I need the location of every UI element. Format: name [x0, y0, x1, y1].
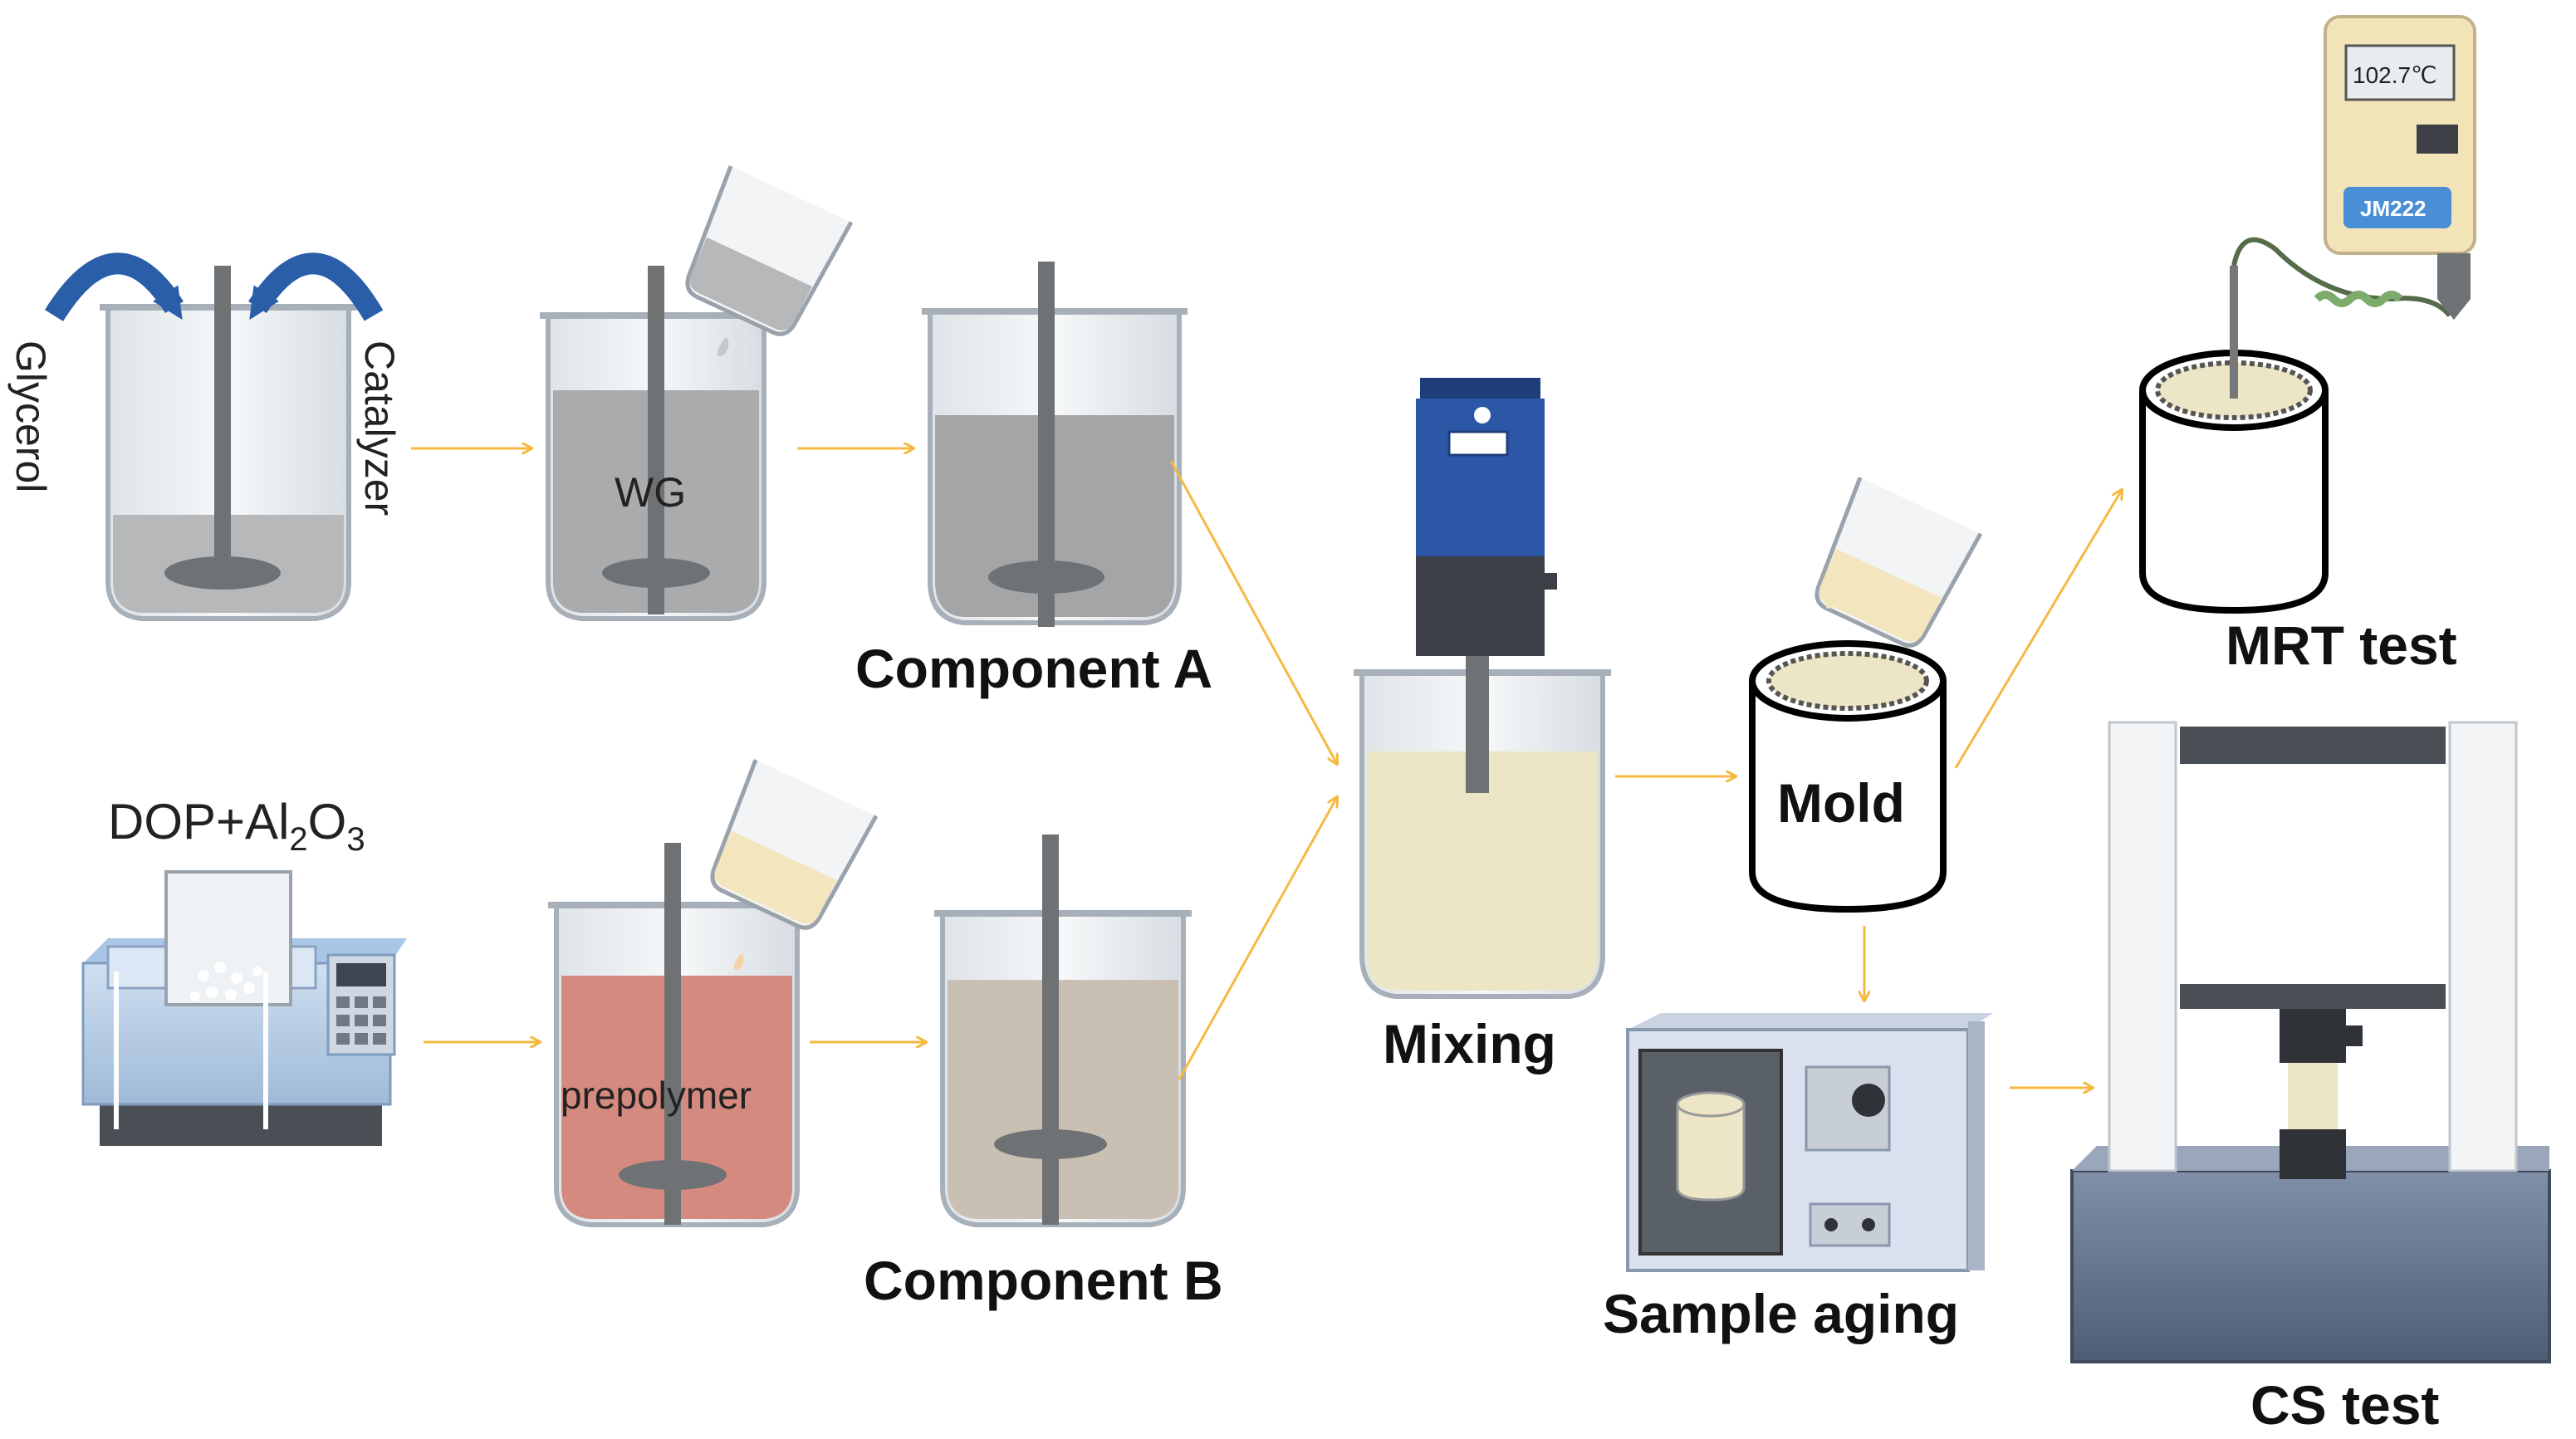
mixing-label: Mixing — [1383, 1013, 1556, 1074]
ultrasonic-bath — [81, 870, 407, 1146]
beaker-wg — [540, 266, 772, 621]
pouring-beaker-2 — [710, 759, 879, 930]
beaker-prepolymer — [548, 843, 806, 1227]
beaker-component-a — [922, 262, 1188, 627]
catalyzer-label: Catalyzer — [356, 340, 403, 516]
flow-arrow-b-to-mixing — [1178, 797, 1337, 1080]
pouring-beaker-3 — [1814, 477, 1983, 648]
compression-tester — [2070, 721, 2551, 1363]
pouring-beaker-1 — [685, 165, 854, 336]
sample-aging-label: Sample aging — [1603, 1283, 1959, 1344]
wg-label: WG — [615, 469, 686, 516]
glycerol-label: Glycerol — [7, 340, 54, 492]
component-b-label: Component B — [864, 1250, 1223, 1311]
al2o3-particles — [190, 962, 262, 1001]
thermometer-reading: 102.7℃ — [2353, 62, 2437, 88]
dop-al2o3-label: DOP+Al2O3 — [108, 794, 365, 858]
mrt-cylinder — [2139, 266, 2329, 614]
drop-3 — [1825, 592, 1836, 609]
flow-arrow-a-to-mixing — [1169, 460, 1337, 764]
mold — [1749, 640, 1947, 913]
prepolymer-label: prepolymer — [561, 1074, 752, 1117]
mrt-test-label: MRT test — [2226, 614, 2457, 676]
thermometer: 102.7℃ JM222 — [2231, 15, 2476, 320]
drop-2 — [729, 854, 740, 870]
homogenizer — [1416, 378, 1557, 656]
component-a-label: Component A — [855, 638, 1212, 699]
cs-specimen — [2288, 1063, 2338, 1129]
flow-arrow-to-mrt — [1954, 490, 2122, 769]
beaker-glycerol-catalyzer — [100, 266, 357, 621]
thermometer-display — [2344, 44, 2456, 101]
beaker-mixing — [1354, 656, 1611, 999]
glycerol-arrow — [44, 252, 184, 321]
drop-1 — [714, 268, 725, 285]
inner-beaker — [164, 870, 292, 1006]
catalyzer-arrow — [248, 252, 384, 321]
mold-label: Mold — [1777, 772, 1905, 834]
cs-test-label: CS test — [2250, 1374, 2439, 1435]
aging-oven — [1626, 1013, 1993, 1272]
beaker-component-b — [934, 835, 1192, 1227]
thermometer-model: JM222 — [2360, 196, 2427, 221]
thermometer-badge — [2343, 187, 2451, 228]
stirrer-rod — [214, 266, 231, 565]
